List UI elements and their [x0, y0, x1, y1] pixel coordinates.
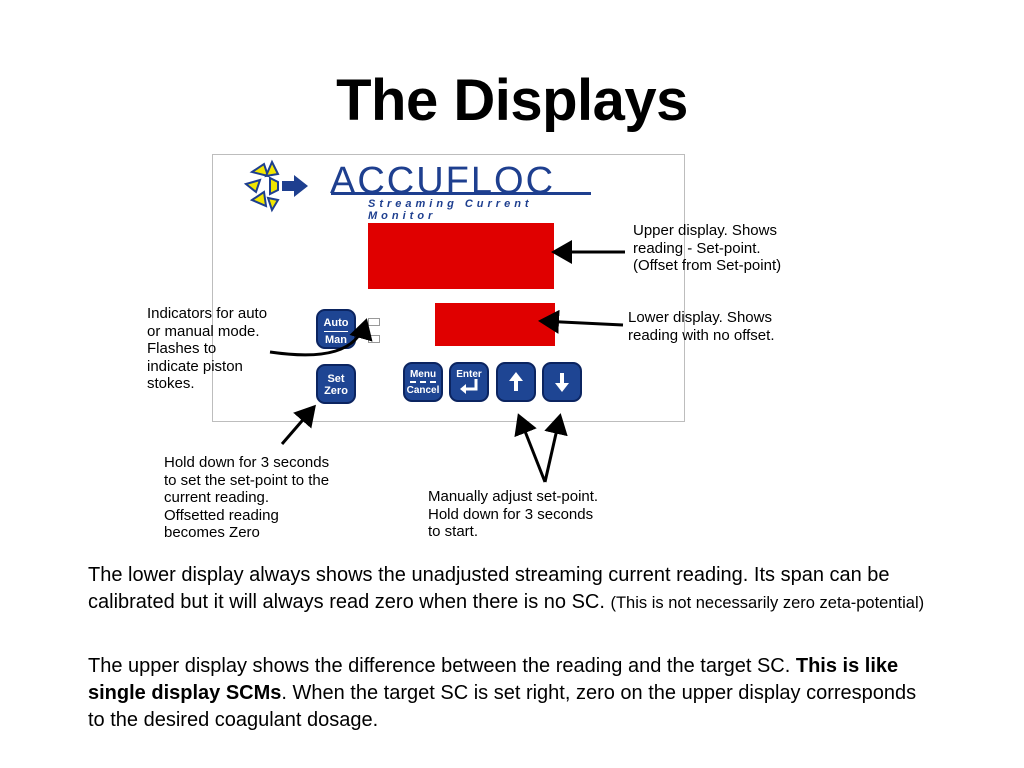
auto-man-button[interactable]: Auto Man [316, 309, 356, 349]
key-dashed-divider [410, 381, 436, 383]
upper-display [368, 223, 554, 289]
brand-underline [331, 192, 591, 195]
return-arrow-icon [460, 379, 478, 394]
lower-display [435, 303, 555, 346]
manual-indicator-led [368, 335, 380, 343]
set-zero-button[interactable]: Set Zero [316, 364, 356, 404]
brand-tagline: Streaming Current Monitor [368, 198, 533, 222]
brand-name: ACCUFLOC [330, 160, 556, 202]
arrow-down-icon [555, 373, 569, 392]
up-arrow-button[interactable] [496, 362, 536, 402]
enter-label: Enter [456, 369, 482, 380]
down-arrow-button[interactable] [542, 362, 582, 402]
menu-cancel-button[interactable]: Menu Cancel [403, 362, 443, 402]
menu-label: Menu [409, 369, 437, 380]
down-key-arrow [543, 413, 568, 483]
zero-label: Zero [324, 385, 348, 397]
up-key-arrow [514, 413, 547, 483]
lower-display-paragraph: The lower display always shows the unadj… [88, 564, 925, 613]
auto-indicator-led [368, 318, 380, 326]
cancel-label: Cancel [406, 385, 440, 396]
manual-adjust-note: Manually adjust set-point.Hold down for … [428, 488, 599, 540]
set-label: Set [327, 373, 345, 385]
slide-title: The Displays [336, 68, 688, 133]
arrow-up-icon [509, 372, 523, 391]
upper-display-paragraph: The upper display shows the difference b… [88, 655, 917, 731]
key-divider [324, 331, 348, 332]
enter-button[interactable]: Enter [449, 362, 489, 402]
accufloc-logo-icon [243, 159, 308, 213]
auto-label: Auto [323, 317, 349, 329]
man-label: Man [325, 334, 347, 346]
